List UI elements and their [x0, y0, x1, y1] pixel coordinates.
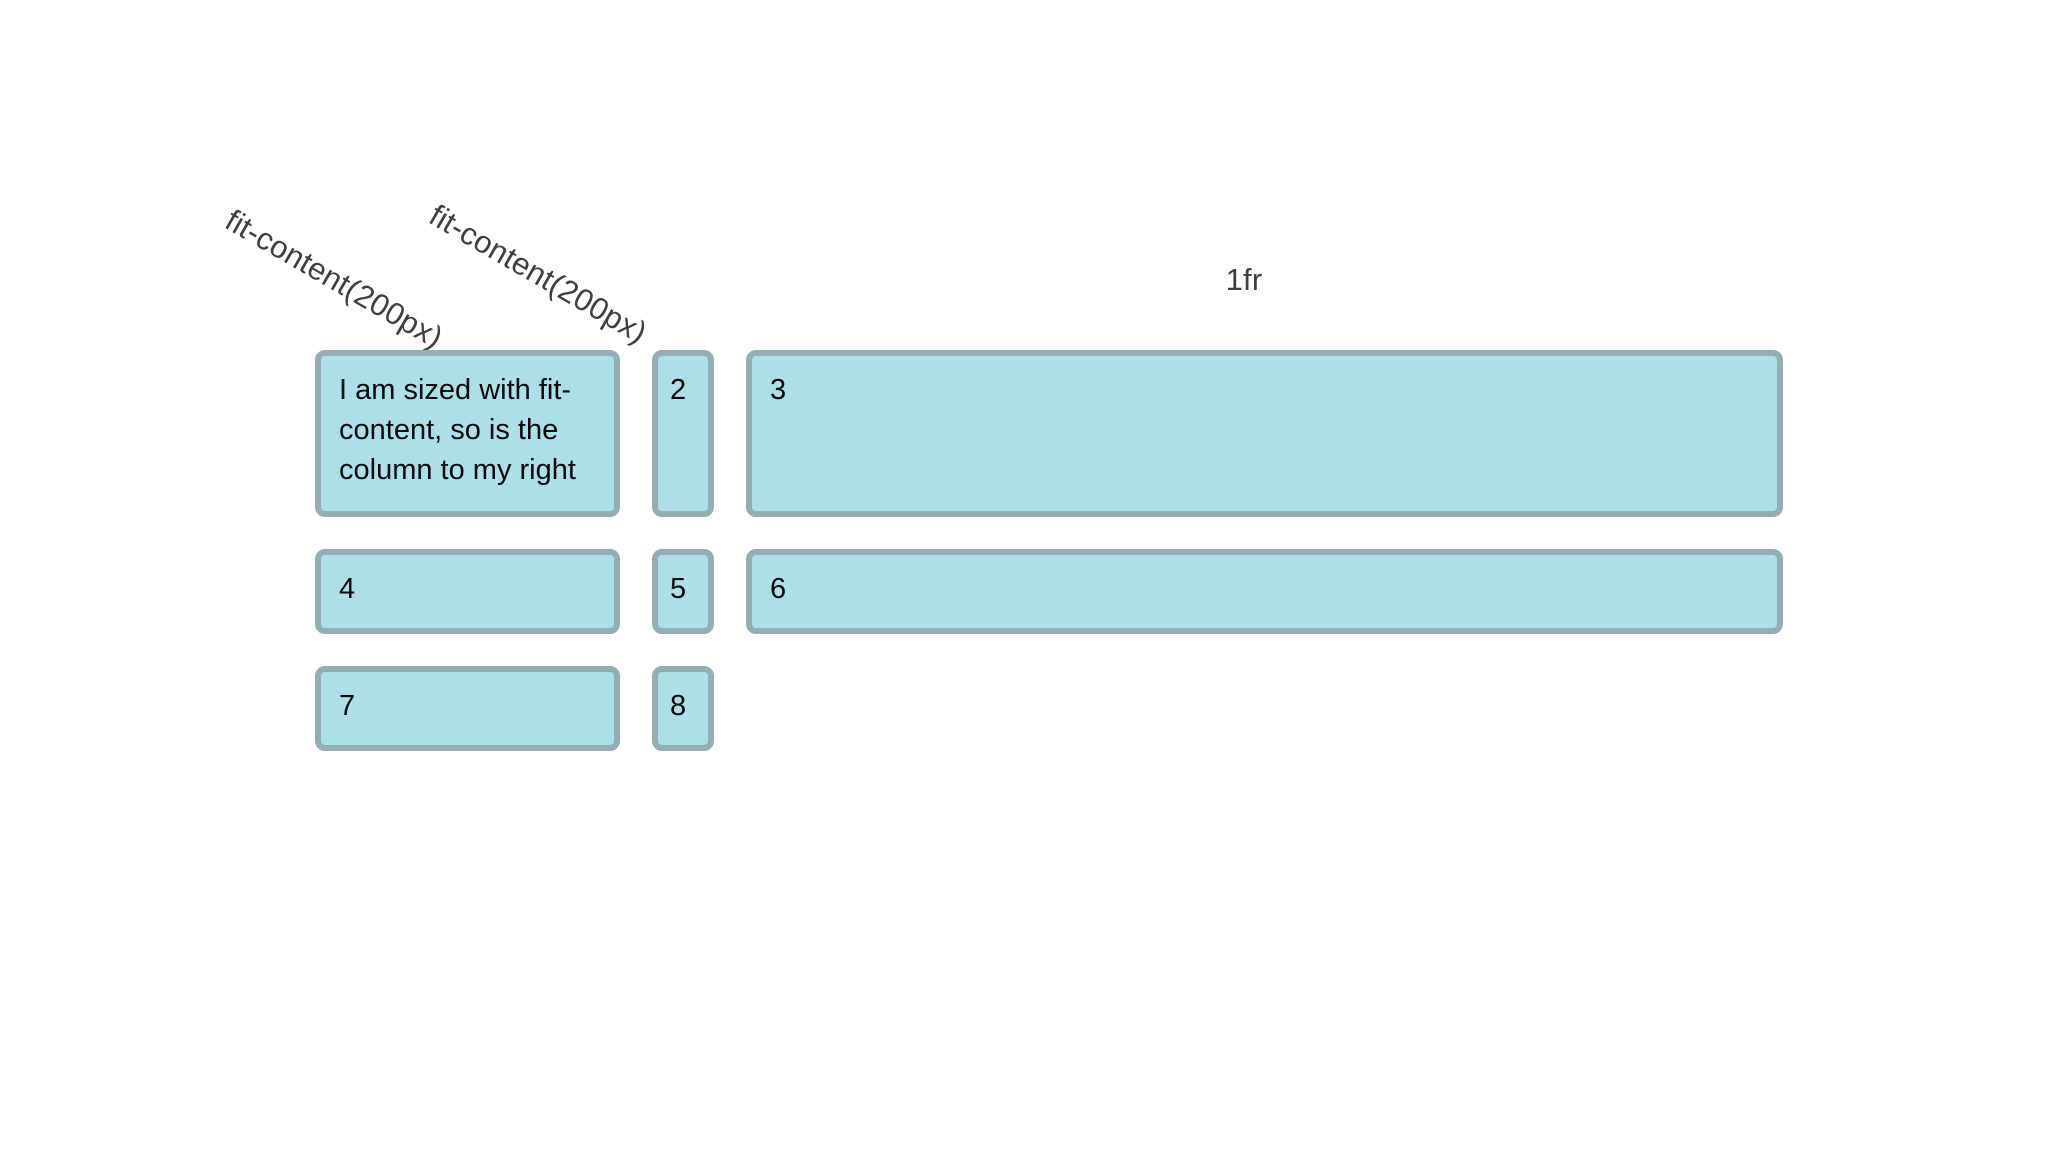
- grid-item-7-label: 7: [339, 690, 356, 722]
- grid-item-6: 6: [746, 549, 1783, 634]
- grid-container: I am sized with fit-content, so is the c…: [315, 350, 1783, 751]
- grid-item-8-label: 8: [670, 690, 687, 722]
- column-track-label-3: 1fr: [1225, 262, 1263, 297]
- grid-item-2-label: 2: [670, 374, 687, 406]
- grid-item-1: I am sized with fit-content, so is the c…: [315, 350, 620, 517]
- grid-item-2: 2: [652, 350, 714, 517]
- grid-item-5: 5: [652, 549, 714, 634]
- grid-item-3-label: 3: [770, 374, 787, 406]
- grid-item-8: 8: [652, 666, 714, 751]
- grid-item-5-label: 5: [670, 573, 687, 605]
- grid-item-6-label: 6: [770, 573, 787, 605]
- grid-item-7: 7: [315, 666, 620, 751]
- grid-item-1-label: I am sized with fit-content, so is the c…: [339, 374, 576, 487]
- grid-empty-slot: [746, 666, 1783, 751]
- grid-item-3: 3: [746, 350, 1783, 517]
- grid-item-4: 4: [315, 549, 620, 634]
- grid-item-4-label: 4: [339, 573, 356, 605]
- column-track-label-1: fit-content(200px): [219, 202, 450, 356]
- column-track-label-2: fit-content(200px): [423, 197, 654, 351]
